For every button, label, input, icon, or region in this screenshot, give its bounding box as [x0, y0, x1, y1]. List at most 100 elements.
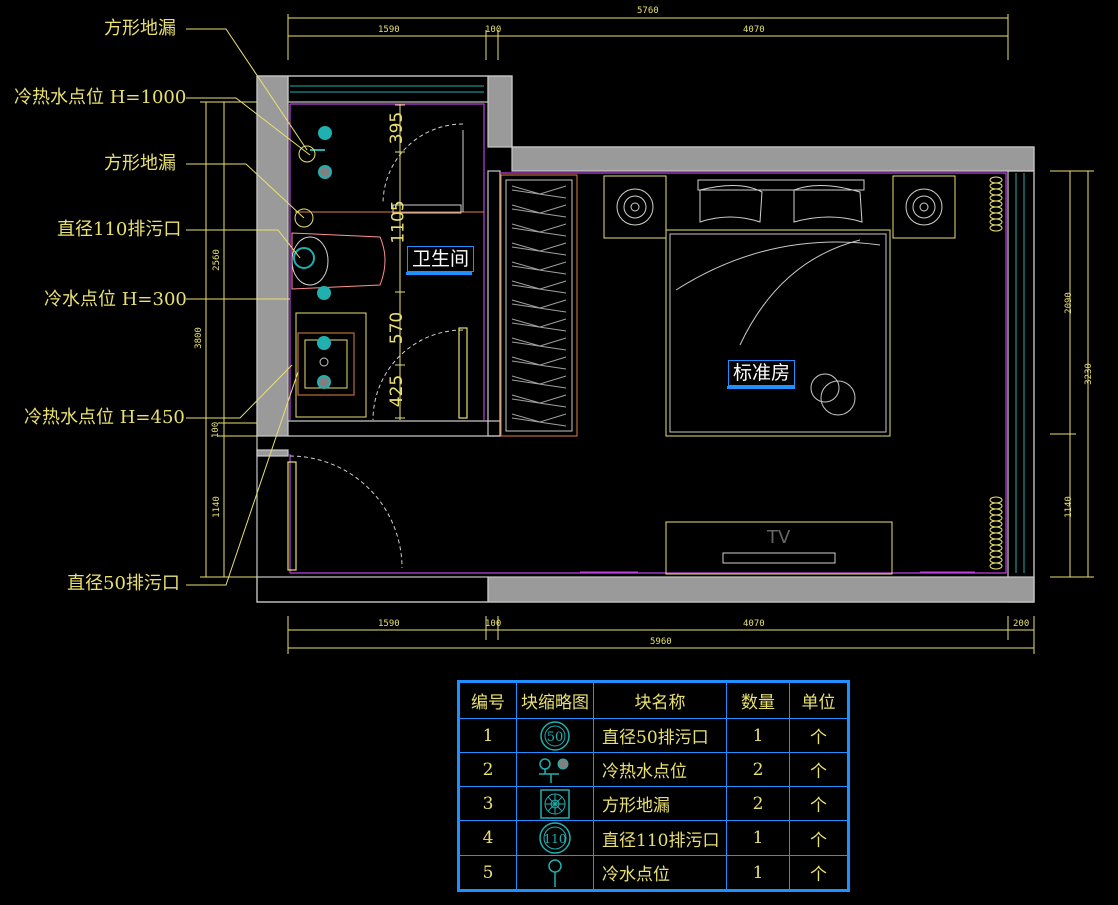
legend-table: 编号 块缩略图 块名称 数量 单位 1 50 直径50排污口 1 个 2 [457, 680, 850, 892]
hanger-mark [511, 375, 567, 389]
legend-row: 4 110 直径110排污口 1 个 [458, 820, 849, 856]
curtain-coil [989, 182, 1003, 190]
wardrobe [500, 174, 578, 437]
curtain-coil [989, 212, 1003, 220]
window [290, 85, 1025, 573]
tv-cabinet [580, 521, 975, 575]
hanger-mark [511, 280, 567, 294]
hanger-mark [511, 185, 567, 199]
dim-bottom-a: 1590 [378, 619, 400, 629]
door-swings [289, 123, 464, 569]
callout-drain-110: 直径110排污口 [57, 219, 182, 240]
legend-row: 3 方形地漏 2 个 [458, 786, 849, 821]
hanger-mark [511, 261, 567, 275]
hanger-mark [511, 299, 567, 313]
hanger-mark [511, 204, 567, 218]
legend-header-row: 编号 块缩略图 块名称 数量 单位 [458, 681, 849, 719]
dim-left-a: 2560 [211, 249, 222, 271]
legend-row: 5 冷水点位 1 个 [458, 855, 849, 891]
curtain-coil [989, 544, 1003, 552]
curtain-coil [989, 550, 1003, 558]
legend-header-name: 块名称 [593, 681, 727, 719]
legend-no: 4 [458, 820, 517, 856]
dim-left-outer: 3800 [193, 327, 204, 349]
legend-name: 方形地漏 [593, 786, 727, 821]
callout-drain-50: 直径50排污口 [67, 573, 180, 594]
dim-right-outer: 3230 [1083, 363, 1094, 385]
legend-unit: 个 [789, 786, 849, 821]
dim-bath-2: 1105 [388, 200, 409, 244]
square-floor-drain-icon [540, 788, 570, 819]
callout-floor-drain-2: 方形地漏 [104, 153, 176, 174]
dim-right-a: 2090 [1063, 292, 1074, 314]
drain-110-icon-text: 110 [544, 832, 567, 846]
legend-qty: 1 [726, 855, 790, 891]
dim-bath-3: 570 [387, 311, 408, 345]
curtain-coil [989, 532, 1003, 540]
cold-water-icon [548, 858, 562, 887]
legend-name: 冷水点位 [593, 855, 727, 891]
curtain-coil [989, 224, 1003, 232]
curtain-coil [989, 562, 1003, 570]
dim-left-c: 1140 [211, 496, 222, 518]
legend-name: 冷热水点位 [593, 752, 727, 787]
bathroom-fixtures [291, 130, 484, 418]
legend-qty: 1 [726, 820, 790, 856]
drain-50-icon-text: 50 [547, 730, 564, 745]
legend-header-thumb: 块缩略图 [516, 681, 594, 719]
dim-right-b: 1140 [1063, 496, 1074, 518]
hanger-mark [511, 223, 567, 237]
hanger-mark [511, 242, 567, 256]
curtain-coil [989, 188, 1003, 196]
bedroom-label-text: 标准房 [733, 362, 791, 384]
hanger-mark [511, 356, 567, 370]
bedroom-label: 标准房 [727, 360, 796, 389]
curtain-coil [989, 556, 1003, 564]
curtain [989, 176, 1003, 570]
legend-qty: 2 [726, 786, 790, 821]
bed [603, 175, 956, 437]
legend-header-no: 编号 [458, 681, 517, 719]
dim-bottom-b: 100 [485, 619, 502, 629]
legend-no: 3 [458, 786, 517, 821]
hanger-mark [511, 413, 567, 427]
legend-name: 直径110排污口 [593, 820, 727, 856]
curtain-coil [989, 502, 1003, 510]
curtain-coil [989, 496, 1003, 504]
dim-bath-4: 425 [387, 374, 408, 408]
legend-qty: 2 [726, 752, 790, 787]
door-leaves [287, 327, 468, 571]
bathroom-label-underline [406, 272, 472, 275]
dim-bottom-d: 200 [1013, 619, 1030, 629]
legend-row: 1 50 直径50排污口 1 个 [458, 718, 849, 753]
tv-label: TV [767, 527, 791, 548]
curtain-coil [989, 526, 1003, 534]
drain-110-icon: 110 [539, 822, 571, 854]
curtain-coil [989, 200, 1003, 208]
nightstand-lamps [616, 188, 943, 226]
drain-50-icon: 50 [540, 720, 570, 751]
dim-top-c: 4070 [743, 25, 765, 35]
plumbing-symbols [293, 126, 332, 389]
walls [256, 75, 1035, 603]
hot-cold-water-icon [539, 757, 569, 783]
dim-lines [200, 14, 1094, 654]
curtain-coil [989, 538, 1003, 546]
bedroom-label-underline [727, 386, 795, 389]
hanger-mark [511, 394, 567, 408]
callout-cold-water-h300: 冷水点位 H=300 [44, 289, 187, 310]
legend-name: 直径50排污口 [593, 718, 727, 753]
legend-thumb: 110 [516, 820, 594, 856]
curtain-coil [989, 520, 1003, 528]
curtain-coil [989, 194, 1003, 202]
legend-qty: 1 [726, 718, 790, 753]
legend-thumb [516, 786, 594, 821]
legend-unit: 个 [789, 855, 849, 891]
dim-bottom-c: 4070 [743, 619, 765, 629]
curtain-coil [989, 508, 1003, 516]
dim-top-total: 5760 [637, 6, 659, 16]
legend-thumb: 50 [516, 718, 594, 753]
callout-floor-drain-1: 方形地漏 [104, 18, 176, 39]
legend-no: 5 [458, 855, 517, 891]
